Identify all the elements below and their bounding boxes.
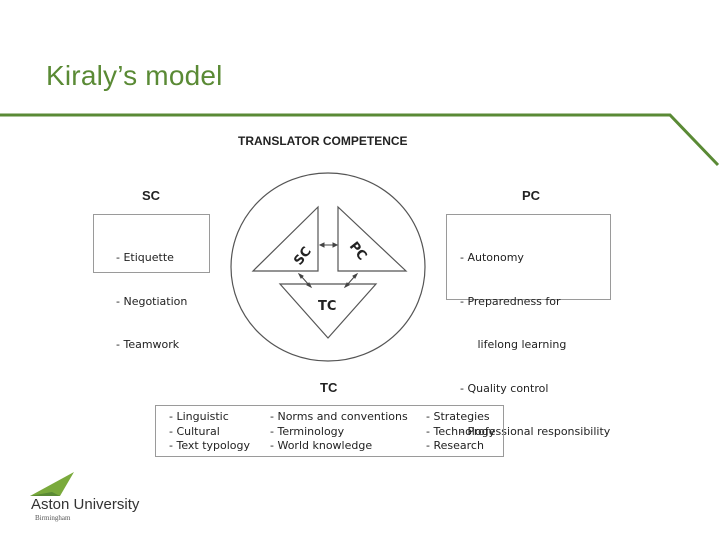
tc-item: - Research xyxy=(426,439,484,452)
pc-item: - Professional responsibility xyxy=(460,425,611,438)
logo-name: Aston University xyxy=(31,496,140,513)
pc-item: - Preparedness for xyxy=(460,294,561,308)
sc-item: - Teamwork xyxy=(116,338,180,351)
tc-item: - Linguistic xyxy=(169,410,229,423)
sc-items-box: - Etiquette - Negotiation - Teamwork xyxy=(93,214,210,351)
sc-item: - Etiquette xyxy=(116,251,174,264)
tc-item: - Text typology xyxy=(169,439,251,452)
pc-item: - Quality control xyxy=(460,381,549,395)
pc-items-box: - Autonomy - Preparedness for lifelong l… xyxy=(446,214,611,438)
tc-items-box: - Linguistic - Cultural - Text typology … xyxy=(155,405,504,457)
tc-triangle xyxy=(278,283,378,339)
tc-column: - Linguistic - Cultural - Text typology xyxy=(169,410,250,454)
tc-item: - Norms and conventions xyxy=(270,410,408,423)
slide-title: Kiraly’s model xyxy=(46,60,223,91)
tc-item: - Cultural xyxy=(169,424,220,438)
sc-pc-arrow xyxy=(318,242,339,248)
tc-item: - Strategies xyxy=(426,410,490,423)
tc-column: - Strategies - Technology - Research xyxy=(426,410,495,454)
sc-tc-arrow xyxy=(297,272,313,289)
sc-item: - Negotiation xyxy=(116,294,188,308)
tc-item: - Terminology xyxy=(270,424,345,438)
pc-triangle xyxy=(337,205,408,272)
outer-circle xyxy=(230,172,426,362)
tc-item: - Technology xyxy=(426,424,496,438)
diagram-heading: TRANSLATOR COMPETENCE xyxy=(238,134,408,148)
logo-icon xyxy=(30,472,74,496)
tc-item: - World knowledge xyxy=(270,439,373,452)
pc-item: - Autonomy xyxy=(460,251,524,264)
tc-triangle-label: TC xyxy=(318,299,336,314)
pc-tc-arrow xyxy=(343,272,359,289)
sc-triangle xyxy=(251,205,319,272)
tc-label: TC xyxy=(320,380,338,395)
pc-item: lifelong learning xyxy=(460,338,567,351)
tc-column: - Norms and conventions - Terminology - … xyxy=(270,410,408,454)
logo-subtitle: Birmingham xyxy=(35,514,71,522)
sc-label: SC xyxy=(142,188,161,203)
pc-label: PC xyxy=(522,188,541,203)
